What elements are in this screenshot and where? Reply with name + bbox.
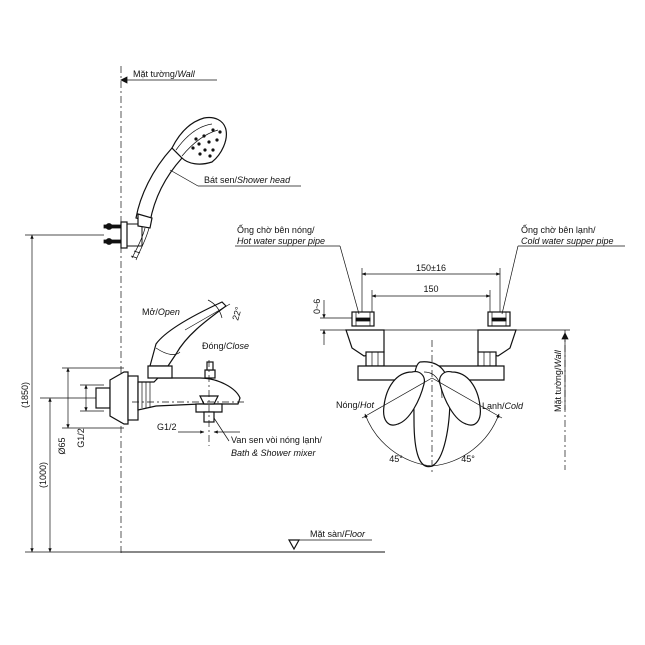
dim-center: 150: [423, 284, 438, 294]
dim-thread-vertical: G1/2: [76, 428, 86, 448]
label-cold-pipe-en: Cold water supper pipe: [521, 236, 614, 246]
hot-supply-pipe: [351, 311, 375, 327]
label-hot-pipe-en: Hot water supper pipe: [237, 236, 325, 246]
label-mixer-vi: Van sen vòi nóng lạnh/: [231, 435, 322, 445]
label-close: Đóng/Close: [202, 341, 249, 351]
label-shower-head: Bát sen/Shower head: [204, 175, 291, 185]
label-open: Mở/Open: [142, 307, 180, 317]
shower-head: [135, 116, 227, 229]
label-hot-pipe-vi: Ống chờ bên nóng/: [237, 224, 315, 235]
dim-angle-left: 45°: [389, 454, 403, 464]
dim-height-mixer: (1000): [38, 462, 48, 488]
label-hot: Nóng/Hot: [336, 400, 375, 410]
dim-height-total: (1850): [20, 382, 30, 408]
dim-offset: 0~6: [312, 299, 322, 314]
mixer-top-view: [345, 329, 517, 468]
label-mixer-en: Bath & Shower mixer: [231, 448, 317, 458]
dim-thread-bottom: G1/2: [157, 422, 177, 432]
shower-hose: [131, 227, 146, 259]
mixer-side-view: [95, 301, 241, 425]
label-cold: Lạnh/Cold: [482, 401, 524, 411]
dim-handle-angle: 22°: [230, 305, 243, 321]
label-floor: Mặt sàn/Floor: [310, 529, 366, 539]
shower-bracket: [103, 221, 143, 249]
label-cold-pipe-vi: Ống chờ bên lạnh/: [521, 224, 596, 235]
cold-supply-pipe: [487, 311, 511, 327]
dim-diameter: Ø65: [57, 437, 67, 454]
label-wall-side: Mặt tường/Wall: [553, 349, 563, 412]
dim-center-range: 150±16: [416, 263, 446, 273]
dim-angle-right: 45°: [461, 454, 475, 464]
floor-marker-icon: [287, 539, 301, 551]
label-wall-top: Mặt tường/Wall: [133, 69, 196, 79]
